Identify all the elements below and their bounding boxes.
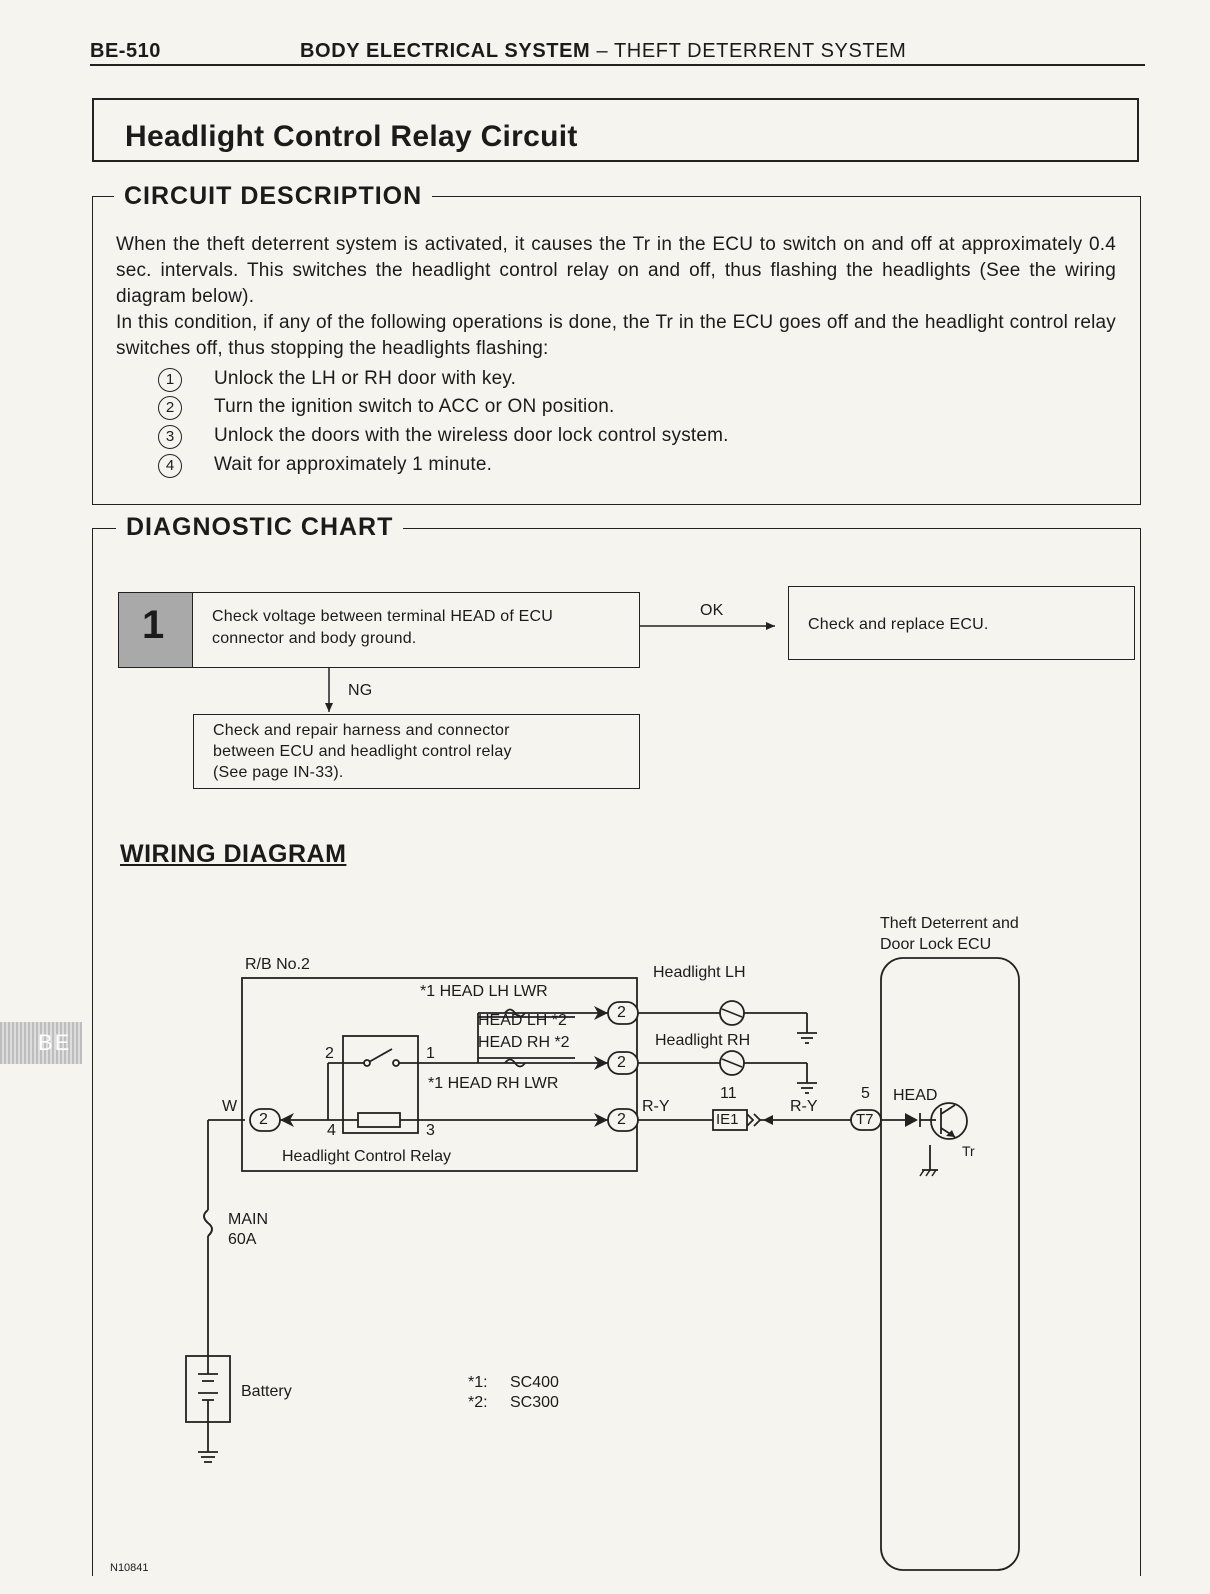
list-item: 3 Unlock the doors with the wireless doo… <box>158 425 1058 449</box>
ng-action-line-2: between ECU and headlight control relay <box>213 743 512 760</box>
step-text: Unlock the doors with the wireless door … <box>214 425 729 446</box>
circuit-description-text: When the theft deterrent system is activ… <box>116 232 1116 362</box>
connector-ie1-pin: 11 <box>720 1085 737 1102</box>
wire-color-ry-2: R-Y <box>790 1098 818 1115</box>
main-fuse-line-1: MAIN <box>228 1211 268 1228</box>
ecu-label-line-2: Door Lock ECU <box>880 936 992 953</box>
section-side-tab <box>0 1022 82 1064</box>
fuse-head-rh: HEAD RH *2 <box>478 1034 570 1051</box>
diagnostic-chart-heading: DIAGNOSTIC CHART <box>116 513 404 542</box>
relay-box <box>342 1035 419 1134</box>
ng-action-text: Check and repair harness and connector b… <box>213 720 512 783</box>
main-fuse-label: MAIN 60A <box>228 1210 268 1250</box>
footnote-2-key: *2: <box>468 1394 488 1411</box>
running-title: BODY ELECTRICAL SYSTEM – THEFT DETERRENT… <box>300 40 906 63</box>
connector-t7-pin: 5 <box>861 1085 870 1102</box>
connector-pin: 2 <box>259 1111 268 1128</box>
relay-pin-2: 2 <box>325 1045 334 1062</box>
step-1-number-tile <box>119 593 193 667</box>
step-text: Turn the ignition switch to ACC or ON po… <box>214 396 615 417</box>
description-paragraph-2: In this condition, if any of the followi… <box>116 312 1116 359</box>
rb-label: R/B No.2 <box>245 956 310 973</box>
step-1-box <box>118 592 640 668</box>
fuse-head-rh-lwr: *1 HEAD RH LWR <box>428 1075 559 1092</box>
ng-action-line-3: (See page IN-33). <box>213 764 344 781</box>
step-text: Wait for approximately 1 minute. <box>214 454 493 475</box>
ng-action-line-1: Check and repair harness and connector <box>213 722 510 739</box>
wire-color-w: W <box>222 1098 238 1115</box>
connector-pin: 2 <box>617 1054 626 1071</box>
fuse-head-lh-lwr: *1 HEAD LH LWR <box>420 983 548 1000</box>
circuit-description-heading: CIRCUIT DESCRIPTION <box>114 182 433 211</box>
step-1-text: Check voltage between terminal HEAD of E… <box>212 608 553 647</box>
ok-label: OK <box>700 602 724 619</box>
wiring-diagram-heading: WIRING DIAGRAM <box>120 840 347 868</box>
list-item: 4 Wait for approximately 1 minute. <box>158 454 1058 478</box>
footnotes: *1: SC400 *2: SC300 <box>468 1373 559 1413</box>
headlight-lh-label: Headlight LH <box>653 964 746 981</box>
connector-ie1: IE1 <box>716 1111 739 1128</box>
ok-action-box <box>788 586 1135 660</box>
header-rule <box>90 64 1145 66</box>
wire-color-ry-1: R-Y <box>642 1098 670 1115</box>
ng-action-box <box>193 714 640 789</box>
main-fuse-line-2: 60A <box>228 1231 257 1248</box>
title-box <box>92 98 1139 162</box>
ok-action-text: Check and replace ECU. <box>808 616 989 633</box>
ecu-box <box>880 957 1020 1571</box>
rb-no2-box <box>241 977 638 1172</box>
ecu-label-line-1: Theft Deterrent and <box>880 915 1019 932</box>
connector-t7: T7 <box>856 1111 874 1128</box>
step-number: 2 <box>158 396 182 420</box>
battery-label: Battery <box>241 1383 292 1400</box>
fuse-head-lh: HEAD LH *2 <box>478 1012 567 1029</box>
step-number: 3 <box>158 425 182 449</box>
running-title-bold: BODY ELECTRICAL SYSTEM <box>300 40 591 62</box>
list-item: 1 Unlock the LH or RH door with key. <box>158 368 1058 392</box>
step-number: 1 <box>158 368 182 392</box>
figure-id: N10841 <box>110 1562 149 1574</box>
relay-pin-1: 1 <box>426 1045 435 1062</box>
side-tab-label: BE <box>38 1030 72 1055</box>
diagnostic-chart-box <box>92 528 1141 1576</box>
transistor-label: Tr <box>962 1143 975 1159</box>
ng-label: NG <box>348 682 373 699</box>
relay-pin-3: 3 <box>426 1122 435 1139</box>
relay-pin-4: 4 <box>327 1122 336 1139</box>
list-item: 2 Turn the ignition switch to ACC or ON … <box>158 396 1058 420</box>
connector-pin: 2 <box>617 1004 626 1021</box>
step-1-number: 1 <box>142 603 165 647</box>
ecu-label: Theft Deterrent and Door Lock ECU <box>880 913 1019 955</box>
connector-pin: 2 <box>617 1111 626 1128</box>
page-number: BE-510 <box>90 40 161 62</box>
page-title: Headlight Control Relay Circuit <box>125 120 578 153</box>
ecu-terminal-head: HEAD <box>893 1087 938 1104</box>
footnote-1: *1: SC400 <box>468 1373 559 1393</box>
footnote-2-value: SC300 <box>510 1394 559 1411</box>
circuit-description-box <box>92 196 1141 505</box>
step-text: Unlock the LH or RH door with key. <box>214 368 517 389</box>
description-paragraph-1: When the theft deterrent system is activ… <box>116 234 1116 307</box>
step-number: 4 <box>158 454 182 478</box>
headlight-rh-label: Headlight RH <box>655 1032 751 1049</box>
footnote-1-value: SC400 <box>510 1374 559 1391</box>
footnote-2: *2: SC300 <box>468 1393 559 1413</box>
relay-label: Headlight Control Relay <box>282 1148 451 1165</box>
running-title-rest: – THEFT DETERRENT SYSTEM <box>590 40 907 62</box>
footnote-1-key: *1: <box>468 1374 488 1391</box>
